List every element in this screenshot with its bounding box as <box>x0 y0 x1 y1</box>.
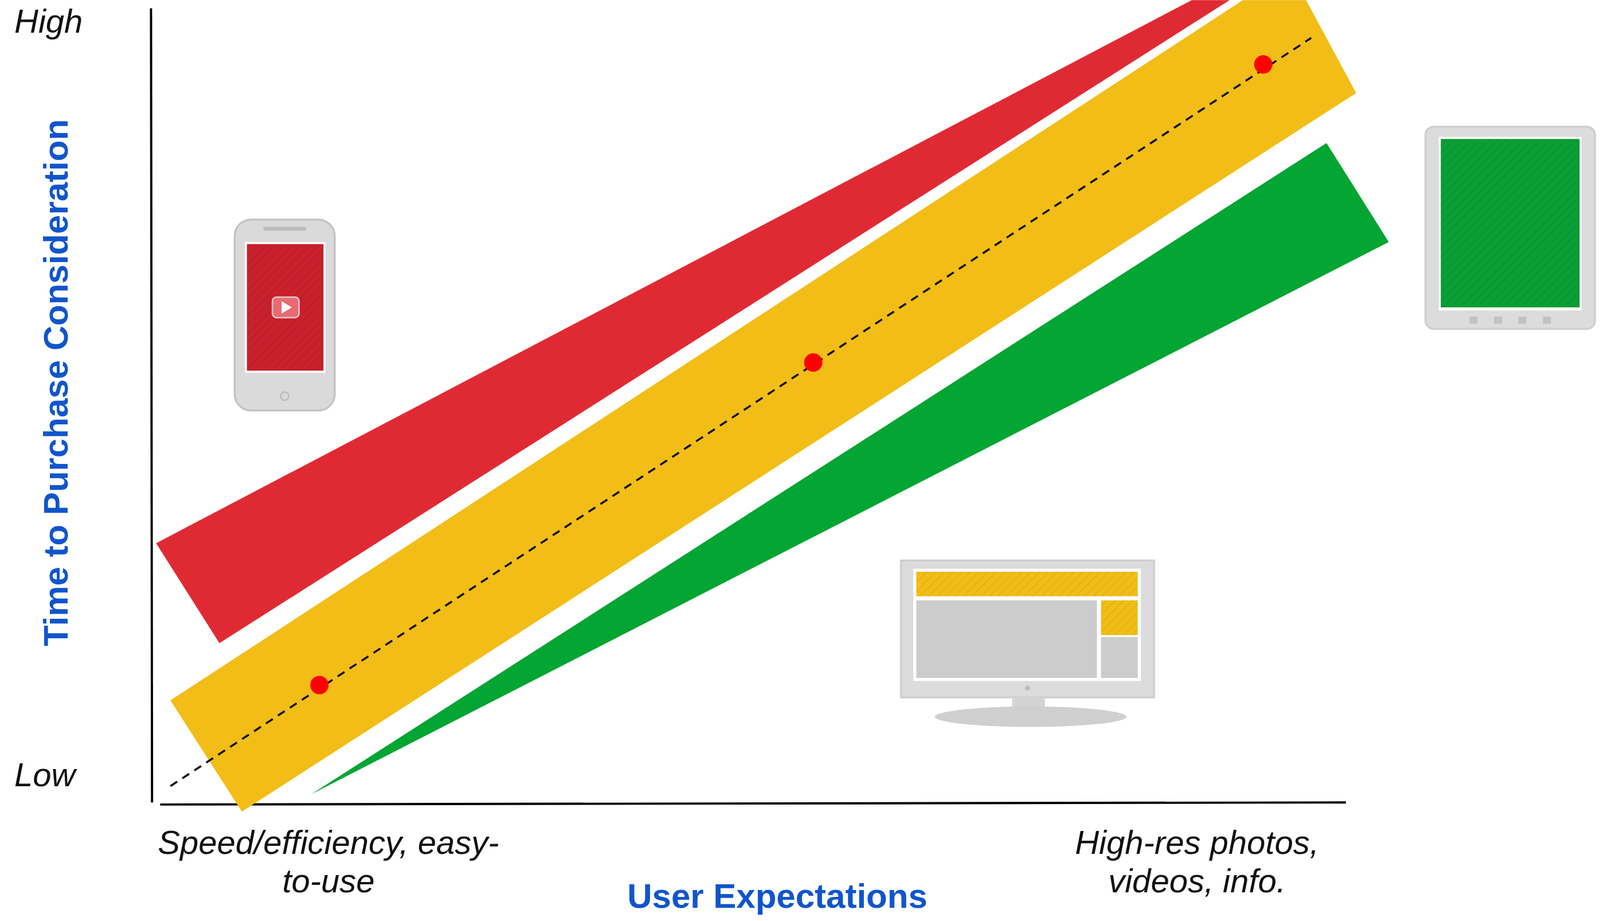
axis-tick-label: High <box>14 2 83 41</box>
axis-tick-label: Low <box>14 755 76 794</box>
green-band <box>311 142 1390 794</box>
yellow-band <box>170 0 1356 812</box>
axis-category-label: Speed/efficiency, easy-to-use <box>150 823 507 900</box>
axis-category-label: High-res photos, videos, info. <box>1019 823 1375 900</box>
data-point <box>310 675 329 695</box>
data-point <box>804 353 823 372</box>
y-axis <box>150 8 152 803</box>
axis-title: User Expectations <box>627 875 928 916</box>
trend-line <box>170 37 1312 786</box>
tablet-icon <box>1425 126 1595 329</box>
phone-icon <box>234 219 335 411</box>
axis-title: Time to Purchase Consideration <box>36 118 77 646</box>
x-axis <box>159 802 1346 805</box>
monitor-icon <box>901 560 1154 727</box>
data-point <box>1254 55 1273 74</box>
